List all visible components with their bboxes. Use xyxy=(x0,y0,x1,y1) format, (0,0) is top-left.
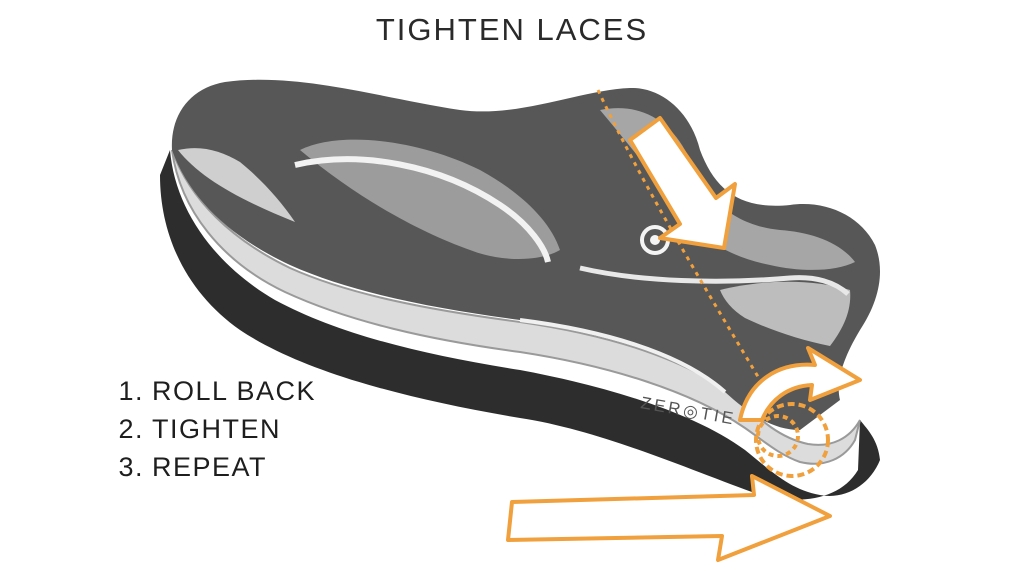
shoe-trim xyxy=(579,265,850,296)
diagram-title: TIGHTEN LACES xyxy=(375,12,649,47)
step-label: ROLL BACK xyxy=(152,376,317,406)
step-number: 1. xyxy=(118,376,144,406)
step-label: TIGHTEN xyxy=(152,414,281,444)
step-number: 3. xyxy=(118,452,144,482)
shoe-midsole xyxy=(171,149,861,465)
shoe-heel-panel xyxy=(720,281,851,346)
step-number: 2. xyxy=(118,414,144,444)
down-arrow-icon xyxy=(628,116,737,250)
right-arrow-icon xyxy=(506,474,832,562)
roll-motion-ring xyxy=(754,402,830,478)
shoe-trim xyxy=(519,318,727,394)
steps-list: 1. ROLL BACK 2. TIGHTEN 3. REPEAT xyxy=(104,372,316,486)
shoe-mesh-panel xyxy=(300,139,560,259)
shoe-toe-panel xyxy=(178,148,295,222)
shoe-outsole xyxy=(160,150,880,500)
step-label: REPEAT xyxy=(152,452,268,482)
roll-motion-ring xyxy=(756,414,800,458)
shoe-trim xyxy=(294,156,551,263)
step-item: 2. TIGHTEN xyxy=(104,410,316,448)
curved-arrow-icon xyxy=(738,346,862,422)
step-item: 1. ROLL BACK xyxy=(104,372,316,410)
step-item: 3. REPEAT xyxy=(104,448,316,486)
